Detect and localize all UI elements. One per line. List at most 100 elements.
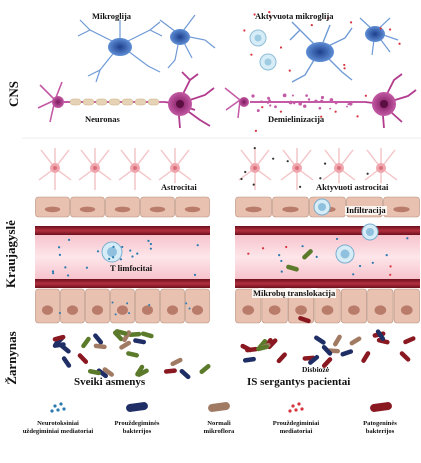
bacterium [286,264,299,272]
bacterium [170,357,183,367]
astrocyte [78,148,112,190]
bacterium [119,340,132,350]
bacterium [52,334,66,342]
bacterium [81,336,91,349]
bacterium [179,368,191,380]
bacterium [333,334,342,347]
bacterium [375,329,386,341]
immune-bubbles [249,29,277,71]
astrocyte [322,148,356,190]
bacterium [114,329,128,336]
side-label-gut: Žarnynas [4,331,19,385]
astrocytes-left [38,148,192,190]
bacterium [122,330,132,343]
bacterium [340,349,354,357]
astrocytes-right [238,148,398,190]
bacterium [87,368,101,376]
group-ms-patients: IS sergantys pacientai [247,376,351,388]
bacterium [349,336,362,346]
bacterium [298,316,311,324]
bacterium [242,356,256,363]
epithelium-bottom-left [35,288,210,324]
astrocyte [38,148,72,190]
label-activated-microglia: Aktyvuota mikroglija [255,11,334,21]
epithelium-top-left [35,196,210,218]
bacterium [96,368,108,379]
side-label-blood: Kraujagyslė [3,220,18,288]
red-bacterium-icon [370,402,392,412]
bacterium [361,351,371,363]
epithelium-bottom-right [235,288,420,324]
label-activated-astrocytes: Aktyvuoti astrocitai [315,182,390,192]
bacterium [302,249,313,260]
label-microglia: Mikroglija [92,11,132,21]
bacterium [376,337,390,345]
microglia-right-2 [359,17,399,56]
label-neuron: Neuronas [85,114,120,124]
legend-icons [50,402,392,413]
bacterium [112,330,124,342]
astrocyte [118,148,152,190]
translocating-bacteria [286,249,313,324]
microglia-left-2 [159,14,216,69]
brown-bacterium-icon [208,402,230,412]
microglia-right-soma [306,42,334,62]
gut-bacteria-left [52,329,211,380]
label-demyelination: Demielinizacija [268,114,325,124]
bacterium [93,343,107,350]
bacterium [102,367,114,377]
bacterium [256,344,269,352]
bacterium [136,368,149,377]
bacterium [314,335,326,345]
neuron-left [37,71,215,129]
label-microbial-translocation: Mikrobų translokacija [252,288,337,298]
astrocyte [364,148,398,190]
bacterium [128,331,142,338]
t-cells-right [313,198,379,264]
bacterium [399,351,411,362]
bacterium [77,353,89,364]
microglia-right [289,21,353,83]
astrocyte [238,148,272,190]
bacterium [93,333,104,345]
microglia-right-2-soma [365,26,385,42]
mediator-dots [51,11,409,316]
bacterium [61,356,72,368]
astrocyte [158,148,192,190]
bacterium [276,352,287,364]
microglia-left-soma [108,38,132,56]
bacterium [135,364,145,377]
bacterium [245,346,259,353]
label-infiltration: Infiltracija [345,205,387,215]
microglia-left-2-soma [170,29,190,45]
bacterium [133,338,147,345]
bacterium [199,363,211,374]
neuron-right [224,73,417,129]
label-dysbiosis: Disbiozė [302,365,330,374]
navy-bacterium-icon [126,402,148,412]
bacterium [52,342,66,348]
astrocyte [280,148,314,190]
blood-vessel-left [35,226,210,288]
bacterium [308,354,320,365]
red-dots-icon [288,402,304,413]
side-label-cns: CNS [6,81,21,108]
bacterium [321,344,333,356]
label-astrocytes: Astrocitai [160,182,198,192]
bacterium [126,351,139,358]
t-cell-left [101,241,123,263]
label-t-cells: T limfocitai [110,263,153,273]
blood-vessel-right [235,226,420,288]
bacterium [140,331,154,339]
gut-bacteria-right [240,329,416,368]
group-healthy: Sveiki asmenys [74,376,146,388]
bacterium [321,357,333,368]
microglia-left [77,19,163,83]
blue-dots-icon [50,402,66,413]
